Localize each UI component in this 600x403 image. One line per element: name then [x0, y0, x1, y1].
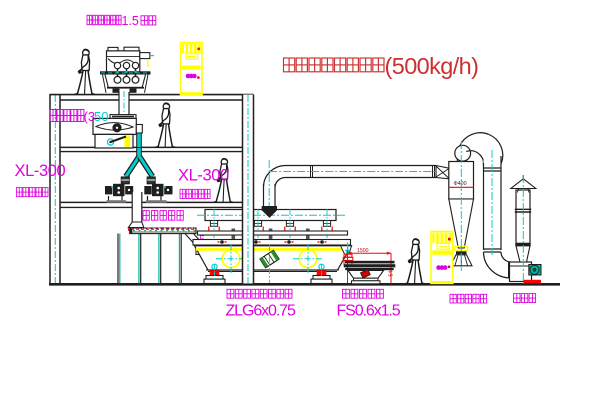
svg-text:(3: (3	[84, 109, 96, 124]
svg-text:(500kg/h): (500kg/h)	[385, 53, 479, 79]
svg-text:XL-300: XL-300	[178, 167, 229, 185]
svg-text:XL-300: XL-300	[15, 162, 66, 180]
svg-text:ZLG6x0.75: ZLG6x0.75	[226, 303, 296, 320]
svg-text:546: 546	[389, 268, 395, 277]
svg-text:Φ400: Φ400	[454, 181, 467, 187]
svg-text:FS0.6x1.5: FS0.6x1.5	[337, 303, 401, 320]
svg-text:50: 50	[94, 109, 108, 124]
svg-text:1.5: 1.5	[122, 14, 139, 28]
svg-text:1500: 1500	[357, 248, 369, 254]
